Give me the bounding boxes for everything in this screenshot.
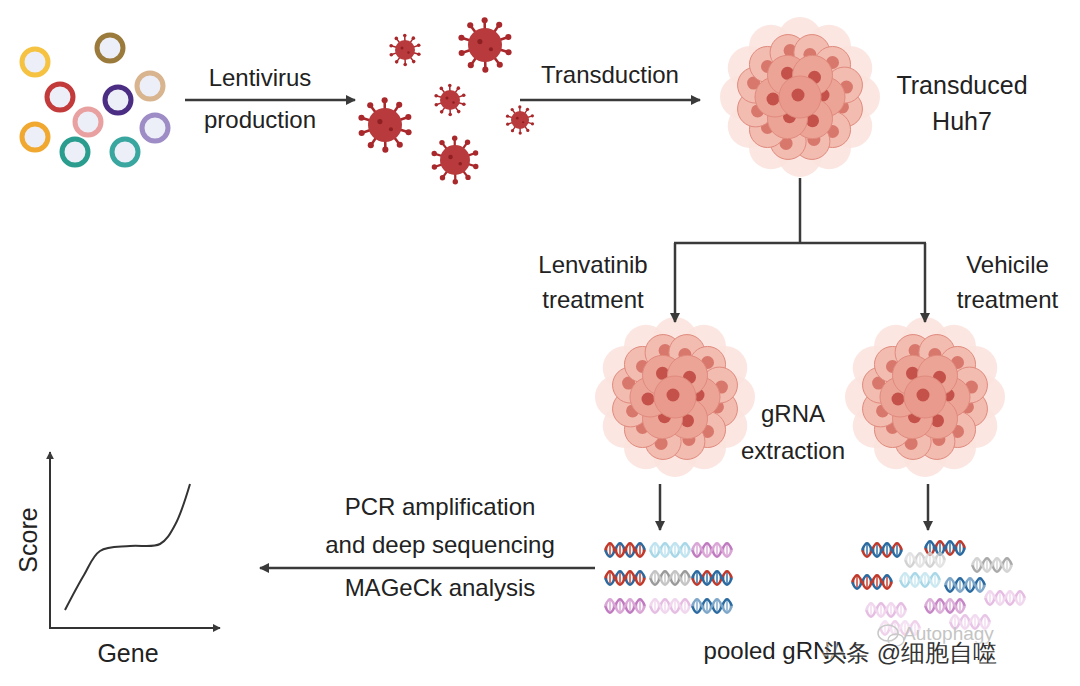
virus-symbol xyxy=(432,136,479,185)
x-axis xyxy=(49,627,220,629)
treatment-label: Vehicile treatment xyxy=(945,247,1070,317)
dna-helix xyxy=(605,599,645,613)
step-label: Lentivirus production xyxy=(195,57,325,141)
dna-helix xyxy=(925,599,965,613)
dna-helix xyxy=(866,603,906,617)
axis-title: Score xyxy=(14,507,43,572)
step-label: MAGeCk analysis xyxy=(290,573,590,603)
flow-arrow xyxy=(674,242,926,245)
dna-helix xyxy=(605,571,645,585)
dna-helix xyxy=(605,543,645,557)
plasmid-group xyxy=(22,35,168,165)
plasmid-symbol xyxy=(137,73,163,99)
plasmid-symbol xyxy=(22,124,48,150)
score-curve xyxy=(65,484,190,610)
dna-helix xyxy=(862,543,902,557)
cell-cluster xyxy=(720,17,880,177)
dna-helix xyxy=(905,553,945,567)
score-plot-node: ScoreGene xyxy=(10,440,260,670)
virus-symbol xyxy=(358,97,411,152)
dna-helix xyxy=(650,571,690,585)
cell-cluster xyxy=(595,317,755,477)
dna-helix xyxy=(650,599,690,613)
dna-helix xyxy=(692,543,732,557)
y-axis xyxy=(49,452,51,629)
cell-cluster-node: Transduced Huh7 xyxy=(730,22,1060,172)
axis-title: Gene xyxy=(97,639,158,668)
watermark: 头条 @细胞自噬 xyxy=(822,638,1077,668)
dna-helix xyxy=(985,591,1025,605)
plasmid-symbol xyxy=(62,139,88,165)
plasmid-symbol xyxy=(47,84,73,110)
dna-helix xyxy=(852,575,892,589)
dna-helix xyxy=(900,573,940,587)
dna-helix xyxy=(692,571,732,585)
step-label: Transduction xyxy=(520,60,700,90)
virus-symbol xyxy=(458,17,511,72)
plasmid-symbol xyxy=(105,87,131,113)
step-label: gRNA extraction xyxy=(718,395,868,469)
dna-helix xyxy=(972,558,1012,572)
dna-helix xyxy=(692,599,732,613)
flow-arrow xyxy=(799,178,802,243)
flow-arrow xyxy=(924,243,927,322)
virus-symbol xyxy=(389,34,420,67)
process-arrow xyxy=(260,567,595,570)
plasmid-symbol xyxy=(112,139,138,165)
flow-arrow xyxy=(185,99,355,102)
dna-helix xyxy=(650,543,690,557)
node-label: Transduced Huh7 xyxy=(882,67,1042,139)
dna-helix xyxy=(945,578,985,592)
plasmid-symbol xyxy=(142,115,168,141)
cell-cluster xyxy=(845,317,1005,477)
score-plot xyxy=(49,452,220,629)
flow-arrow xyxy=(674,243,677,322)
edge-label: PCR amplification and deep sequencing xyxy=(323,488,557,564)
flow-arrow xyxy=(659,484,662,530)
flow-arrow xyxy=(927,484,930,530)
virus-symbol xyxy=(434,84,465,117)
plasmid-symbol xyxy=(22,49,48,75)
flow-arrows xyxy=(185,100,928,530)
flow-arrow xyxy=(520,99,700,102)
plasmid-symbol xyxy=(75,109,101,135)
virus-symbol xyxy=(506,105,534,134)
plasmid-symbol xyxy=(97,35,123,61)
treatment-label: Lenvatinib treatment xyxy=(518,247,668,317)
